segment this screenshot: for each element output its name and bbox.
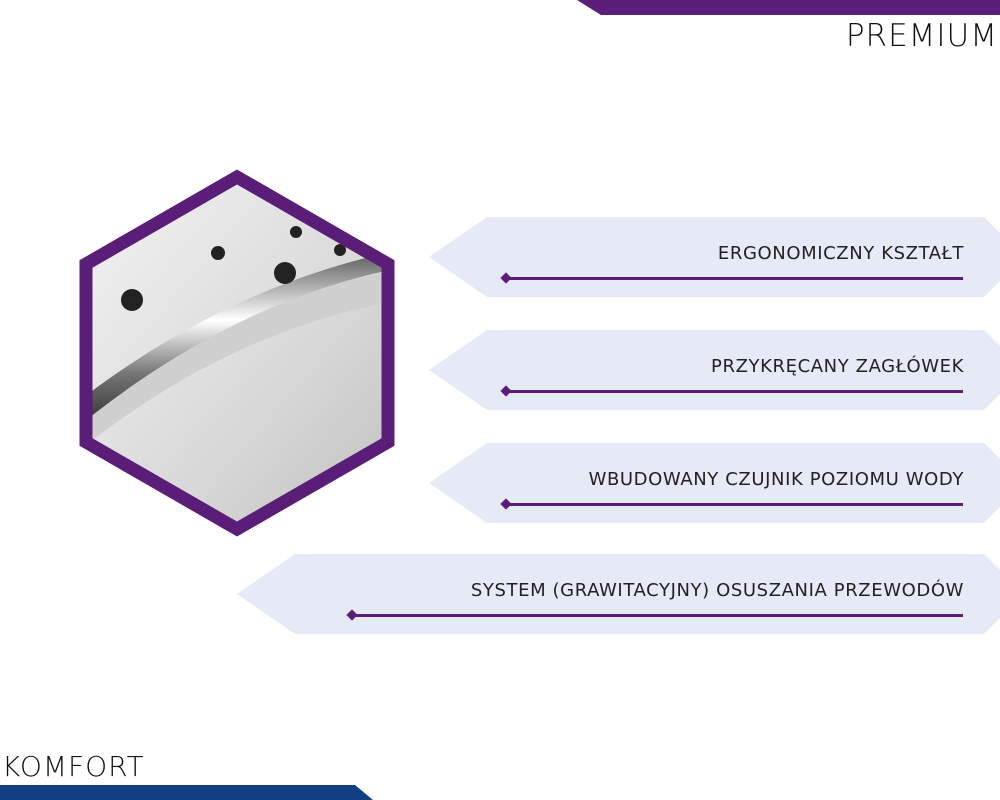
feature-label: ERGONOMICZNY KSZTAŁT bbox=[717, 243, 964, 264]
feature-label: PRZYKRĘCANY ZAGŁÓWEK bbox=[711, 356, 964, 377]
jet-nozzle bbox=[121, 289, 143, 311]
komfort-heading: KOMFORT bbox=[2, 750, 145, 783]
feature-banner-4: SYSTEM (GRAWITACYJNY) OSUSZANIA PRZEWODÓ… bbox=[237, 554, 1000, 634]
feature-banner-2: PRZYKRĘCANY ZAGŁÓWEK bbox=[429, 330, 1000, 410]
divider-line bbox=[508, 503, 963, 506]
feature-banner-3: WBUDOWANY CZUJNIK POZIOMU WODY bbox=[429, 443, 1000, 523]
divider-line bbox=[354, 614, 963, 617]
feature-label: SYSTEM (GRAWITACYJNY) OSUSZANIA PRZEWODÓ… bbox=[470, 580, 964, 601]
divider-line bbox=[508, 277, 963, 280]
feature-label: WBUDOWANY CZUJNIK POZIOMU WODY bbox=[588, 469, 964, 490]
product-photo-hexagon bbox=[79, 169, 395, 537]
bottom-accent-bar bbox=[0, 785, 373, 800]
divider-line bbox=[508, 390, 963, 393]
grab-rail bbox=[92, 250, 382, 425]
feature-banner-1: ERGONOMICZNY KSZTAŁT bbox=[429, 217, 1000, 297]
top-accent-bar bbox=[577, 0, 1000, 15]
premium-heading: PREMIUM bbox=[845, 18, 998, 54]
